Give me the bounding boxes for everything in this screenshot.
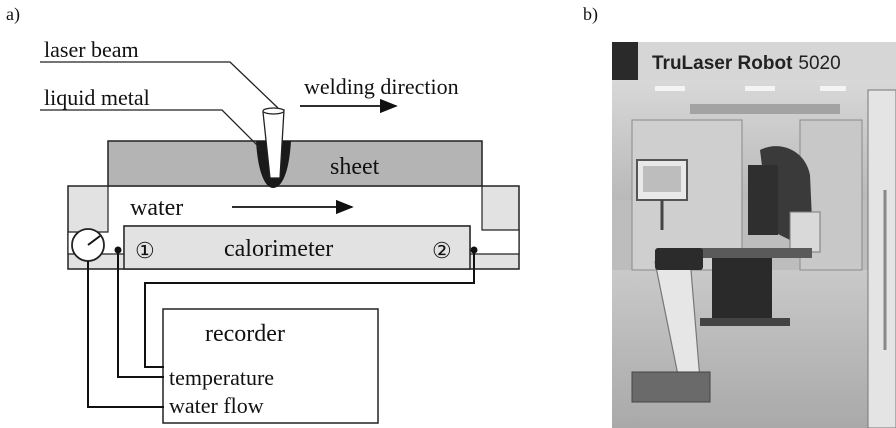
sensor-2-wire — [144, 250, 475, 368]
laser-beam-label: laser beam — [44, 37, 139, 62]
flow-meter-needle — [87, 235, 101, 246]
panel-b-label: b) — [583, 4, 598, 25]
ceiling-light — [745, 86, 775, 91]
sensor-1-label: ① — [135, 238, 155, 263]
laser-beam-leader — [40, 61, 279, 109]
laser-beam-top — [262, 107, 285, 115]
work-table-base — [712, 258, 772, 318]
work-table-top — [700, 248, 812, 258]
sheet — [107, 140, 483, 187]
temperature-label: temperature — [169, 365, 274, 390]
pendant-stand-base — [631, 371, 711, 403]
teach-pendant — [655, 248, 703, 270]
water-flow-label: water flow — [169, 393, 264, 418]
liquid-metal-leader — [40, 109, 263, 151]
robot-body — [748, 165, 778, 235]
photo-banner — [612, 42, 896, 80]
recorder-label: recorder — [205, 321, 285, 347]
work-table-foot — [700, 318, 790, 326]
robot-base-cover — [789, 211, 821, 253]
sensor-1-wire — [117, 250, 164, 378]
panel-a-label: a) — [6, 4, 20, 25]
calorimeter-label: calorimeter — [224, 236, 333, 262]
ceiling-duct — [690, 104, 840, 114]
welding-direction-label: welding direction — [304, 74, 459, 99]
flow-meter-wire — [87, 261, 164, 408]
door-frame — [867, 89, 896, 428]
liquid-metal-label: liquid metal — [44, 85, 150, 110]
sheet-label: sheet — [330, 154, 380, 180]
photo-banner-logo — [612, 42, 638, 80]
ceiling-light — [820, 86, 846, 91]
panel-a: a) laser beam liquid metal welding direc… — [6, 4, 520, 424]
recorder-box — [162, 308, 379, 424]
ceiling-light — [655, 86, 685, 91]
water-label: water — [130, 195, 183, 221]
sensor-2-label: ② — [432, 238, 452, 263]
calorimeter-block — [123, 225, 471, 270]
monitor-screen — [643, 166, 681, 192]
